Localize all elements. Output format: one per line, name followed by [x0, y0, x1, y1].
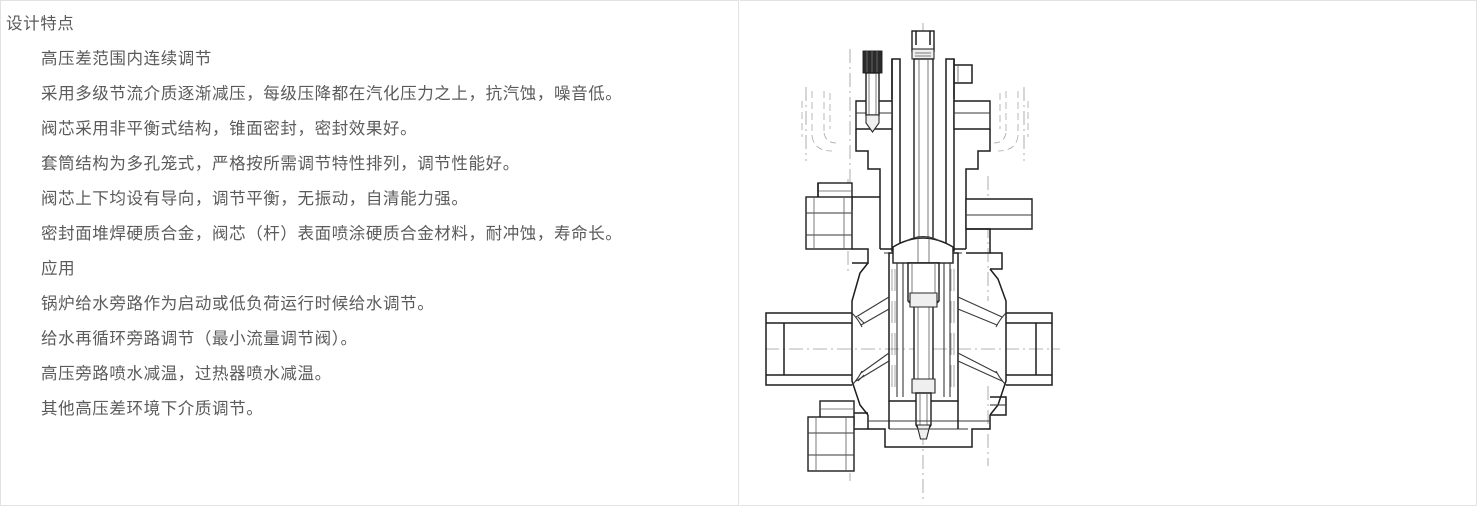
application-item-4: 其他高压差环境下介质调节。 [41, 400, 264, 418]
feature-item-1: 高压差范围内连续调节 [41, 50, 212, 68]
valve-drawing-wrap [740, 1, 1476, 505]
section-heading-design-features: 设计特点 [6, 15, 75, 33]
application-item-3: 高压旁路喷水减温，过热器喷水减温。 [41, 365, 332, 383]
feature-item-5: 阀芯上下均设有导向，调节平衡，无振动，自清能力强。 [41, 190, 469, 208]
section-heading-application: 应用 [41, 260, 76, 278]
valve-cross-section-drawing-icon [765, 23, 1060, 499]
feature-item-2: 采用多级节流介质逐渐减压，每级压降都在汽化压力之上，抗汽蚀，噪音低。 [41, 85, 623, 103]
feature-item-6: 密封面堆焊硬质合金，阀芯（杆）表面喷涂硬质合金材料，耐冲蚀，寿命长。 [41, 225, 623, 243]
valve-drawing-panel [740, 0, 1477, 506]
feature-text-body: 设计特点 高压差范围内连续调节 采用多级节流介质逐渐减压，每级压降都在汽化压力之… [1, 1, 738, 427]
application-item-1: 锅炉给水旁路作为启动或低负荷运行时候给水调节。 [41, 295, 435, 313]
feature-item-4: 套筒结构为多孔笼式，严格按所需调节特性排列，调节性能好。 [41, 155, 520, 173]
feature-text-panel: 设计特点 高压差范围内连续调节 采用多级节流介质逐渐减压，每级压降都在汽化压力之… [0, 0, 739, 506]
feature-item-3: 阀芯采用非平衡式结构，锥面密封，密封效果好。 [41, 120, 418, 138]
application-item-2: 给水再循环旁路调节（最小流量调节阀）。 [41, 330, 358, 348]
